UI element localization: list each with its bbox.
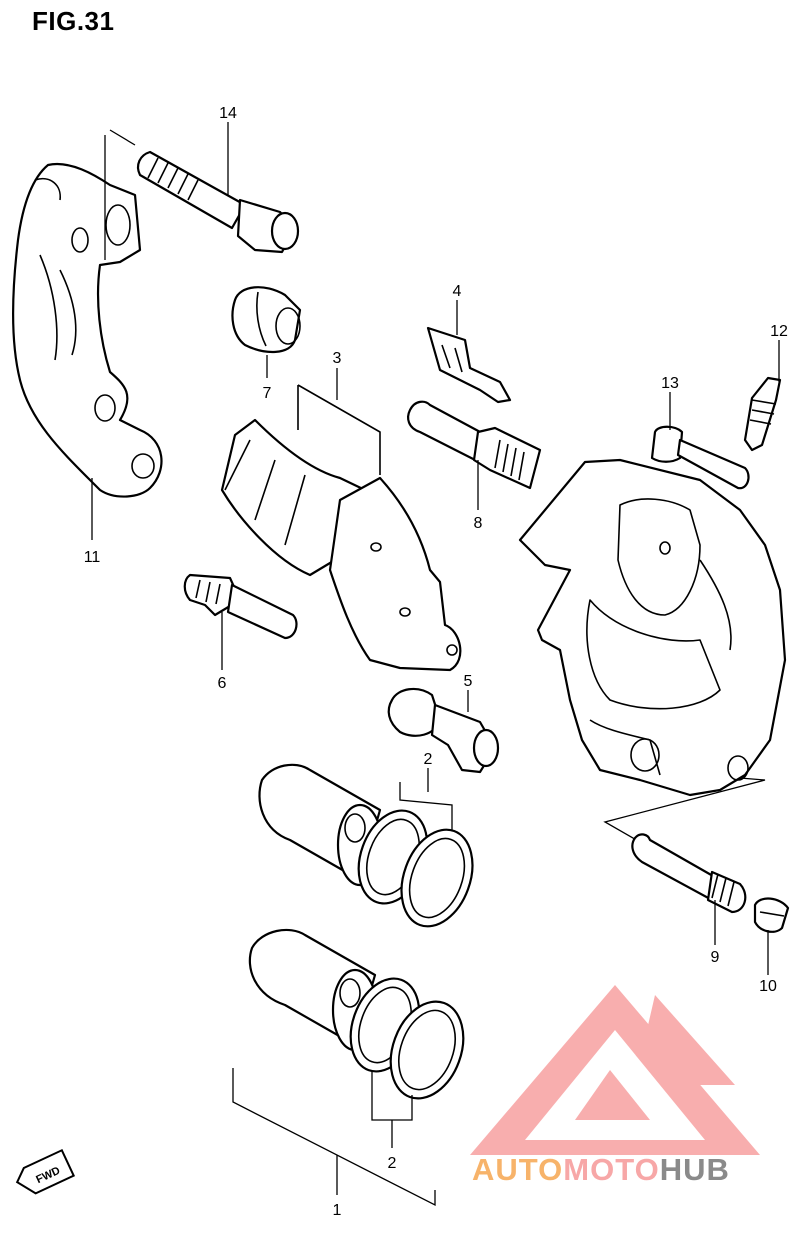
callout-3: 3 xyxy=(333,350,342,367)
figure-title: FIG.31 xyxy=(32,6,115,36)
callout-13: 13 xyxy=(661,375,679,392)
bleeder-valve-part xyxy=(743,376,782,452)
callout-14: 14 xyxy=(219,105,237,122)
callout-10: 10 xyxy=(759,978,777,995)
guide-pin-part xyxy=(631,833,747,914)
brake-pads-part xyxy=(220,384,462,672)
fwd-arrow-icon: FWD xyxy=(15,1148,76,1195)
callout-1: 1 xyxy=(333,1202,342,1219)
guide-pin-cap-part xyxy=(753,897,790,933)
callout-7: 7 xyxy=(263,385,272,402)
slide-pin-part xyxy=(407,400,542,490)
watermark-part-hub: HUB xyxy=(659,1152,730,1187)
bleeder-cap-part xyxy=(650,425,750,490)
callout-2-upper: 2 xyxy=(424,751,433,768)
leader-lines xyxy=(91,122,780,1207)
pad-spring-part xyxy=(426,326,512,404)
callout-6: 6 xyxy=(218,675,227,692)
caliper-body-part xyxy=(518,458,787,843)
watermark-text: AUTOMOTOHUB xyxy=(472,1152,730,1188)
watermark-part-auto: AUTO xyxy=(472,1152,564,1187)
watermark-part-moto: MOTO xyxy=(563,1152,660,1187)
callout-2-lower: 2 xyxy=(388,1155,397,1172)
upper-dust-seal-part xyxy=(400,828,474,928)
watermark-logo-icon xyxy=(470,985,760,1155)
upper-piston-part xyxy=(258,763,384,887)
caliper-pin-part xyxy=(183,573,298,640)
bracket-bolt-part xyxy=(136,150,300,254)
callout-9: 9 xyxy=(711,949,720,966)
callout-5: 5 xyxy=(464,673,473,690)
callout-8: 8 xyxy=(474,515,483,532)
lower-dust-seal-part xyxy=(389,1000,465,1100)
callout-12: 12 xyxy=(770,323,788,340)
callout-11: 11 xyxy=(84,549,101,566)
boot-part xyxy=(231,286,302,353)
caliper-bracket-part xyxy=(11,162,163,498)
pin-bolt-part xyxy=(387,687,500,774)
callout-4: 4 xyxy=(453,283,462,300)
